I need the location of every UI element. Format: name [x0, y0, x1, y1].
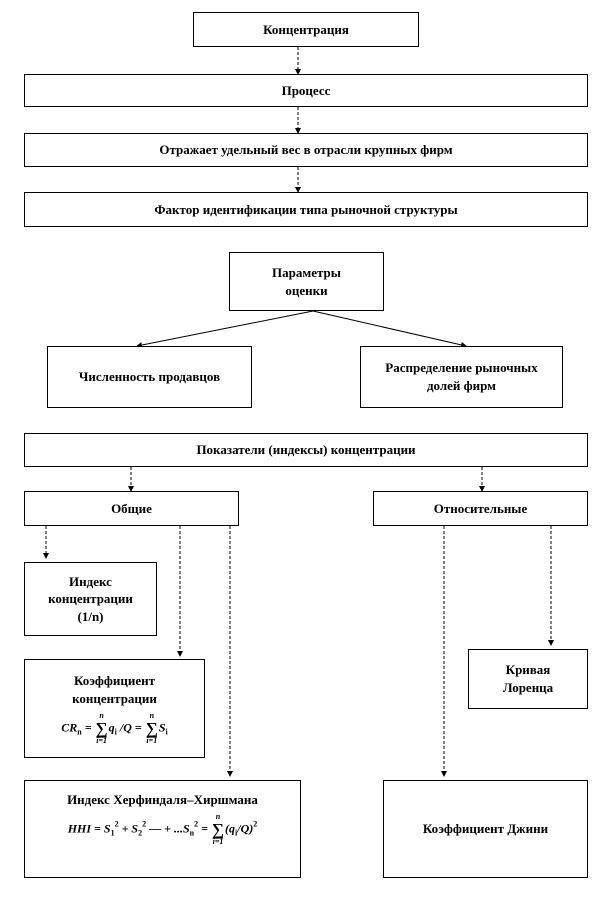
- hhi-box: Индекс Херфиндаля–Хиршмана HHI = S12 + S…: [24, 780, 301, 878]
- arrow-parameters-distribution: [312, 310, 467, 348]
- relative-label: Относительные: [433, 500, 528, 516]
- sum-symbol: n∑i=1: [211, 811, 225, 846]
- process-label: Процесс: [281, 82, 331, 98]
- lorenz-label-line2: Лоренца: [502, 680, 554, 695]
- concentration-box: Концентрация: [193, 12, 419, 47]
- concentration-label: Концентрация: [263, 21, 349, 37]
- distribution-label-line1: Распределение рыночных: [385, 360, 538, 376]
- distribution-label-line2: долей фирм: [426, 378, 497, 393]
- general-box: Общие: [24, 491, 239, 526]
- hhi-formula: HHI = S12 + S22 — + ...Sn2 = n∑i=1(qi/Q)…: [67, 811, 258, 846]
- coefficient-concentration-line2: концентрации: [72, 691, 157, 706]
- parameters-box: Параметры оценки: [229, 252, 384, 311]
- coefficient-concentration-line1: Коэффициент: [73, 673, 156, 689]
- hhi-title: Индекс Херфиндаля–Хиршмана: [67, 792, 258, 807]
- gini-label: Коэффициент Джини: [422, 821, 549, 837]
- index-concentration-box: Индекс концентрации (1/n): [24, 562, 157, 636]
- gini-box: Коэффициент Джини: [383, 780, 588, 878]
- factor-box: Фактор идентификации типа рыночной струк…: [24, 192, 588, 227]
- sum-symbol: n∑i=1: [95, 710, 108, 745]
- index-concentration-line1: Индекс: [69, 573, 112, 589]
- sellers-box: Численность продавцов: [47, 346, 252, 408]
- index-concentration-line2: концентрации: [48, 591, 133, 607]
- reflects-label: Отражает удельный вес в отрасли крупных …: [159, 142, 453, 158]
- factor-label: Фактор идентификации типа рыночной струк…: [154, 201, 458, 217]
- reflects-box: Отражает удельный вес в отрасли крупных …: [24, 133, 588, 167]
- sellers-label: Численность продавцов: [78, 369, 221, 385]
- lorenz-box: Кривая Лоренца: [468, 649, 588, 709]
- parameters-label-line1: Параметры: [272, 264, 341, 280]
- relative-box: Относительные: [373, 491, 588, 526]
- parameters-label-line2: оценки: [285, 282, 328, 298]
- distribution-box: Распределение рыночных долей фирм: [360, 346, 563, 408]
- process-box: Процесс: [24, 74, 588, 107]
- indicators-label: Показатели (индексы) концентрации: [196, 442, 416, 458]
- index-concentration-line3: (1/n): [77, 608, 104, 624]
- lorenz-label-line1: Кривая: [505, 662, 551, 678]
- indicators-box: Показатели (индексы) концентрации: [24, 433, 588, 467]
- sum-symbol: n∑i=1: [145, 710, 158, 745]
- general-label: Общие: [111, 500, 152, 516]
- arrow-parameters-sellers: [136, 310, 314, 348]
